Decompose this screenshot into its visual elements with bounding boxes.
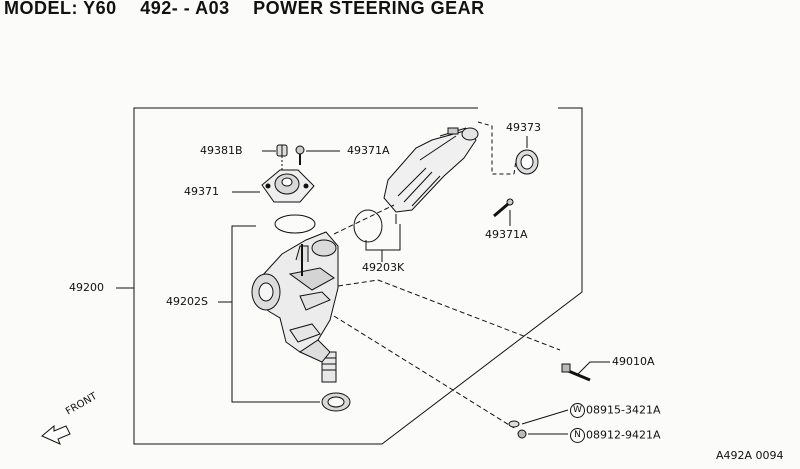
model-label: MODEL: Y60: [4, 0, 117, 18]
front-arrow-icon: [41, 424, 71, 445]
label-49203K: 49203K: [362, 261, 405, 274]
washer-mark-icon: W: [570, 403, 585, 418]
valve-housing: [383, 127, 479, 213]
figure-id: A492A 0094: [716, 449, 784, 462]
nut-08912: [517, 429, 527, 439]
label-49371: 49371: [184, 185, 219, 198]
label-49373: 49373: [506, 121, 541, 134]
bolt-49371A-top: [295, 145, 305, 165]
assembly-name: POWER STEERING GEAR: [253, 0, 485, 18]
assembly-boundary: [133, 107, 583, 445]
gear-housing: [251, 231, 339, 383]
label-49381B: 49381B: [200, 144, 243, 157]
group-code: 492- - A03: [140, 0, 230, 18]
o-ring-49203K: [353, 209, 383, 243]
nut-49381B: [276, 144, 288, 157]
washer-08915: [508, 420, 520, 428]
bolt-49010A: [561, 363, 591, 382]
part-number-08912: 08912-9421A: [586, 428, 661, 442]
nut-mark-icon: N: [570, 428, 585, 443]
label-49202S: 49202S: [166, 295, 208, 308]
bolt-49371A-right: [493, 198, 514, 218]
part-number-08915: 08915-3421A: [586, 403, 661, 417]
cover-49371: [261, 169, 315, 203]
seal-49373: [515, 149, 539, 175]
label-49371A-right: 49371A: [485, 228, 528, 241]
page-title: MODEL: Y60 492- - A03 POWER STEERING GEA…: [4, 0, 485, 19]
o-ring-cover: [274, 214, 316, 234]
dust-boot: [321, 392, 351, 412]
label-49010A: 49010A: [612, 355, 655, 368]
label-49200: 49200: [69, 281, 104, 294]
label-49371A-top: 49371A: [347, 144, 390, 157]
